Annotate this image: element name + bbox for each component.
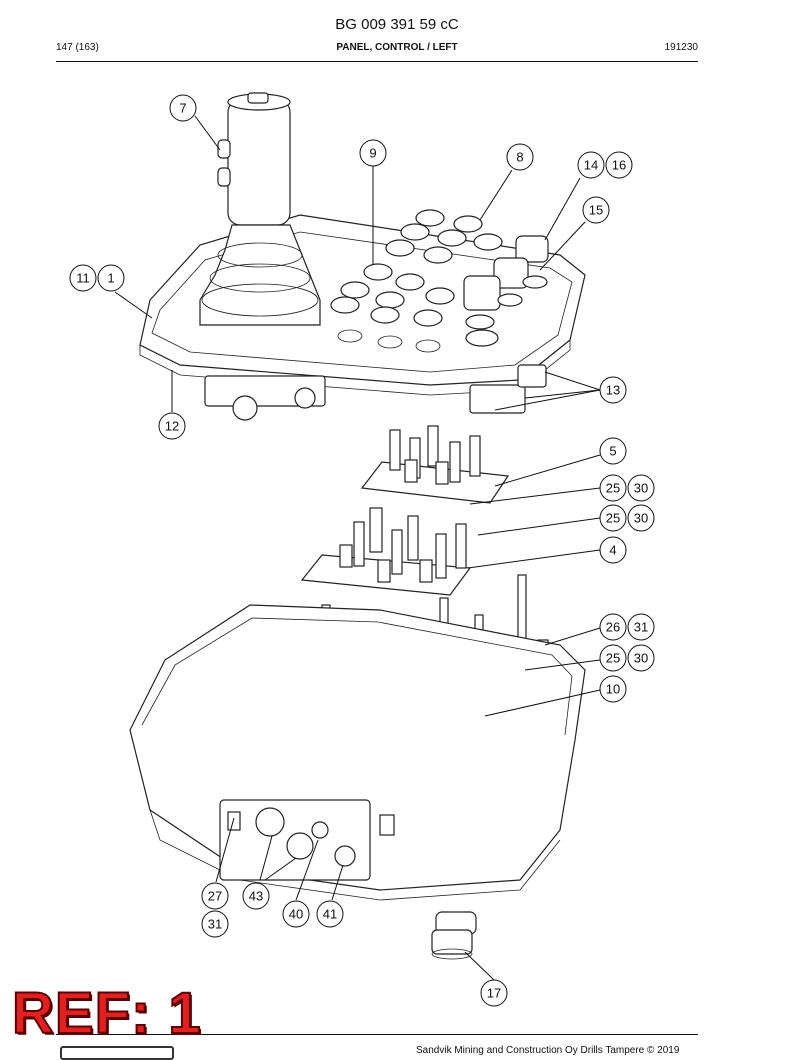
footer-copyright: Sandvik Mining and Construction Oy Drill…	[416, 1045, 680, 1056]
svg-text:7: 7	[179, 101, 186, 116]
callout-43: 43	[242, 882, 270, 910]
callout-31-a: 31	[627, 613, 655, 641]
panel-underside-parts	[204, 364, 547, 421]
callout-12: 12	[158, 412, 186, 440]
callout-30-a: 30	[627, 474, 655, 502]
svg-text:5: 5	[609, 444, 616, 459]
callout-7: 7	[169, 94, 197, 122]
footer-rule	[56, 1034, 698, 1035]
svg-text:27: 27	[208, 889, 222, 904]
svg-text:11: 11	[76, 271, 90, 286]
page-number: 147 (163)	[56, 42, 99, 53]
svg-text:25: 25	[606, 481, 620, 496]
svg-text:25: 25	[606, 511, 620, 526]
callout-16: 16	[605, 151, 633, 179]
svg-text:17: 17	[487, 986, 501, 1001]
svg-text:12: 12	[165, 419, 179, 434]
callout-26: 26	[599, 613, 627, 641]
callout-25-b: 25	[599, 504, 627, 532]
brand-logo	[60, 1046, 174, 1060]
svg-text:26: 26	[606, 620, 620, 635]
svg-text:9: 9	[369, 146, 376, 161]
page-title: PANEL, CONTROL / LEFT	[336, 42, 458, 53]
svg-text:16: 16	[612, 158, 626, 173]
document-code: 191230	[664, 42, 698, 53]
svg-text:30: 30	[634, 651, 648, 666]
svg-text:30: 30	[634, 511, 648, 526]
svg-text:31: 31	[208, 917, 222, 932]
callout-9: 9	[359, 139, 387, 167]
joystick	[199, 92, 321, 326]
callout-4: 4	[599, 536, 627, 564]
push-buttons	[330, 209, 503, 353]
svg-text:10: 10	[606, 682, 620, 697]
svg-text:4: 4	[609, 543, 616, 558]
rotary-knobs	[463, 235, 549, 347]
svg-text:8: 8	[516, 150, 523, 165]
callout-1: 1	[97, 264, 125, 292]
svg-text:31: 31	[634, 620, 648, 635]
callout-40: 40	[282, 900, 310, 928]
svg-text:30: 30	[634, 481, 648, 496]
svg-text:1: 1	[107, 271, 114, 286]
circuit-board-lower	[300, 507, 472, 596]
callout-41: 41	[316, 900, 344, 928]
callout-8: 8	[506, 143, 534, 171]
callout-13: 13	[599, 376, 627, 404]
callout-10: 10	[599, 675, 627, 703]
header-rule	[56, 61, 698, 62]
callout-30-c: 30	[627, 644, 655, 672]
svg-text:15: 15	[589, 203, 603, 218]
svg-text:43: 43	[249, 889, 263, 904]
callout-5: 5	[599, 437, 627, 465]
ref-stamp: REF: 1	[11, 981, 202, 1046]
document-number: BG 009 391 59 cC	[335, 16, 459, 33]
callout-30-b: 30	[627, 504, 655, 532]
svg-text:14: 14	[584, 158, 598, 173]
cable-gland	[431, 911, 477, 960]
callout-15: 15	[582, 196, 610, 224]
leader-lines	[114, 115, 601, 981]
callout-17: 17	[480, 979, 508, 1007]
svg-text:41: 41	[323, 907, 337, 922]
svg-text:13: 13	[606, 383, 620, 398]
callout-27: 27	[201, 882, 229, 910]
svg-text:40: 40	[289, 907, 303, 922]
svg-text:25: 25	[606, 651, 620, 666]
callout-25-c: 25	[599, 644, 627, 672]
callout-31-b: 31	[201, 910, 229, 938]
bottom-housing	[129, 604, 586, 901]
callout-11: 11	[69, 264, 97, 292]
callout-14: 14	[577, 151, 605, 179]
callout-25-a: 25	[599, 474, 627, 502]
callout-bubbles: 7 9 8 14 16 15 11 1 13 12 5 25 30 25 30 …	[69, 94, 655, 1007]
circuit-board-upper	[360, 425, 510, 504]
